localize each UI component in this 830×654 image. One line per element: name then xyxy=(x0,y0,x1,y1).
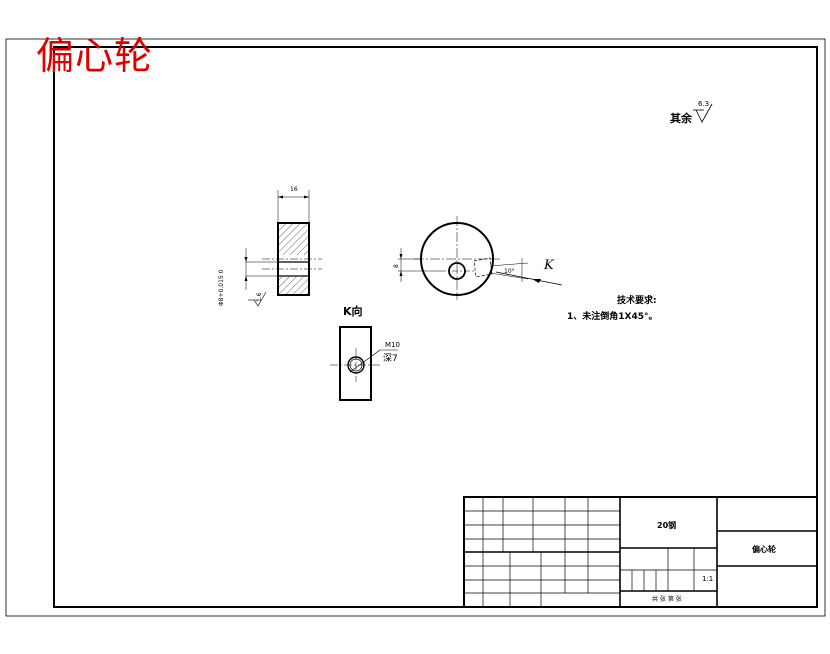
tech-requirements-heading: 技术要求: xyxy=(617,296,657,306)
front-view xyxy=(398,216,563,300)
offset-dim: 8 xyxy=(393,264,400,268)
inner-border xyxy=(53,46,818,608)
k-view-arrow xyxy=(495,271,563,286)
surface-note-label: 其余 xyxy=(670,112,692,125)
title-block-material: 20钢 xyxy=(657,521,677,530)
k-view-label: K向 xyxy=(343,305,363,318)
side-fit-dim: Φ8+0.015 0 xyxy=(218,269,225,306)
side-roughness: 1.6 xyxy=(256,292,263,302)
title-block xyxy=(463,496,818,608)
title-block-scale: 1:1 xyxy=(702,575,714,583)
title-block-sheet-info: 共 张 第 张 xyxy=(652,596,682,603)
k-view-outline xyxy=(339,326,372,401)
title-block-part-name: 偏心轮 xyxy=(752,545,776,554)
k-view-depth: 深7 xyxy=(383,354,398,364)
k-view xyxy=(330,326,398,401)
drawing-title: 偏心轮 xyxy=(36,34,154,78)
tech-requirement-item: 1、未注倒角1X45°。 xyxy=(567,312,658,322)
k-view-thread: M10 xyxy=(385,341,400,349)
surface-note-roughness: 6.3 xyxy=(698,100,710,108)
roughness-symbol xyxy=(693,103,713,123)
outer-border xyxy=(5,38,826,617)
view-arrow-k: K xyxy=(544,258,554,273)
side-view xyxy=(244,190,322,307)
angle-dim: 10° xyxy=(504,268,515,275)
side-width-dim: 16 xyxy=(290,186,298,193)
